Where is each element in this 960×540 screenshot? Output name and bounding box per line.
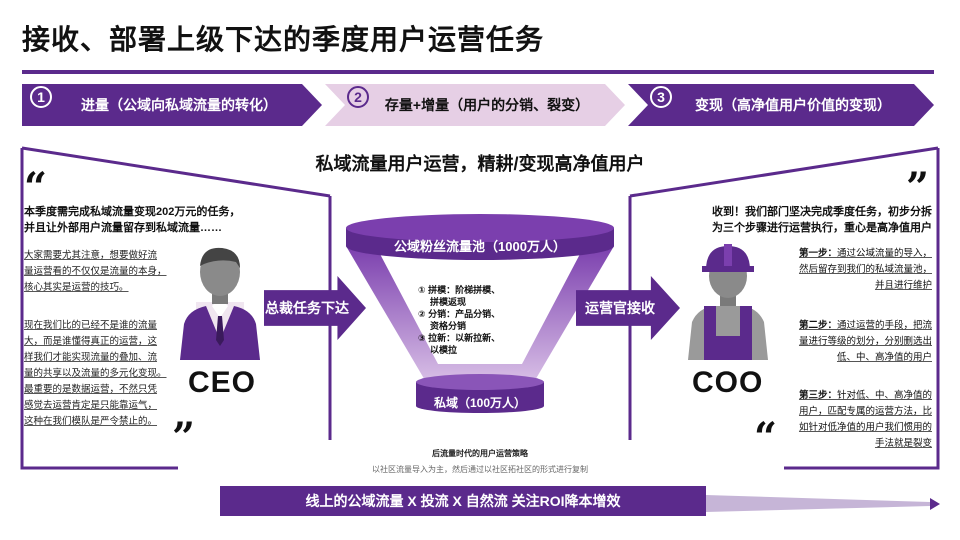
funnel-items: ① 拼模：阶梯拼模、 拼模返现 ② 分销：产品分销、 资格分销 ③ 拉新：以新拉… bbox=[418, 284, 500, 356]
coo-step-1-tag: 第一步： bbox=[798, 248, 837, 259]
coo-lead: 收到！我们部门坚决完成季度任务，初步分拆 为三个步骤进行运营执行，重心是高净值用… bbox=[674, 204, 932, 236]
step-1-number: 1 bbox=[30, 86, 52, 108]
ceo-text-line: 大，而是谁懂得真正的运营，这 bbox=[24, 336, 158, 347]
ceo-text-line: 大家需要尤其注意，想要做好流 bbox=[24, 250, 158, 261]
coo-step-text-line: 针对低、中、高净值的 bbox=[836, 390, 932, 401]
coo-step-text-line: 通过公域流量的导入， bbox=[836, 248, 932, 259]
funnel-item: ① 拼模：阶梯拼模、 bbox=[418, 285, 501, 295]
funnel-graphic bbox=[346, 214, 614, 413]
funnel-item: ③ 拉新：以新拉新、 bbox=[418, 333, 501, 343]
footer-banner-label: 线上的公域流量 X 投流 X 自然流 关注ROI降本增效 bbox=[305, 493, 621, 509]
coo-step-2-tag: 第二步： bbox=[798, 320, 837, 331]
coo-step-1: 第一步：通过公域流量的导入， 然后留存到我们的私域流量池， 并且进行维护 bbox=[776, 246, 932, 294]
coo-step-2: 第二步：通过运营的手段，把流 量进行等级的划分，分别删选出 低、中、高净值的用户 bbox=[776, 318, 932, 366]
coo-step-3-tag: 第三步： bbox=[798, 390, 837, 401]
step-3-label: 变现（高净值用户价值的变现） bbox=[695, 97, 891, 113]
step-1-banner: 1 进量（公域向私域流量的转化） bbox=[22, 84, 322, 126]
coo-step-text-line: 用户，匹配专属的运营方法，比 bbox=[798, 406, 932, 417]
ceo-task-arrow-label: 总裁任务下达 bbox=[265, 300, 349, 316]
coo-role-label: COO bbox=[692, 366, 764, 399]
funnel-item: 资格分销 bbox=[430, 321, 467, 331]
coo-step-text-line: 并且进行维护 bbox=[874, 280, 932, 291]
page-title: 接收、部署上级下达的季度用户运营任务 bbox=[22, 24, 545, 55]
coo-step-text-line: 通过运营的手段，把流 bbox=[836, 320, 932, 331]
funnel-top-label: 公域粉丝流量池（1000万人） bbox=[394, 239, 566, 254]
coo-step-3: 第三步：针对低、中、高净值的 用户，匹配专属的运营方法，比 如针对低净值的用户我… bbox=[776, 388, 932, 452]
ceo-text-line: 样我们才能实现流量的叠加、流 bbox=[24, 352, 158, 363]
step-2-number: 2 bbox=[347, 86, 369, 108]
step-3-banner: 3 变现（高净值用户价值的变现） bbox=[628, 84, 934, 126]
step-3-number: 3 bbox=[650, 86, 672, 108]
ceo-text-line: 量运营看的不仅仅是流量的本身， bbox=[24, 266, 167, 277]
ceo-avatar bbox=[180, 247, 260, 360]
funnel-item: ② 分销：产品分销、 bbox=[418, 309, 501, 319]
ceo-text-line: 感觉去运营肯定是只能靠运气， bbox=[24, 400, 158, 411]
ceo-text-line: 最重要的是数据运营，不然只凭 bbox=[24, 384, 158, 395]
ceo-lead-line: 并且让外部用户流量留存到私域流量…… bbox=[24, 222, 222, 234]
ceo-lead: 本季度需完成私域流量变现202万元的任务， 并且让外部用户流量留存到私域流量…… bbox=[24, 204, 240, 236]
coo-step-text-line: 手法就是裂变 bbox=[874, 438, 932, 449]
coo-step-text-line: 量进行等级的划分，分别删选出 bbox=[798, 336, 932, 347]
footer-banner: 线上的公域流量 X 投流 X 自然流 关注ROI降本增效 bbox=[220, 486, 706, 516]
ceo-text-line: 现在我们比的已经不是谁的流量 bbox=[24, 320, 158, 331]
ceo-text-line: 核心其实是运营的技巧。 bbox=[24, 282, 129, 293]
funnel-item: 拼模返现 bbox=[430, 297, 467, 307]
coo-step-text-line: 然后留存到我们的私域流量池， bbox=[798, 264, 932, 275]
close-quote-icon: ” bbox=[172, 414, 196, 461]
coo-avatar bbox=[688, 244, 768, 360]
funnel-caption-title: 后流量时代的用户运营策略 bbox=[432, 449, 528, 458]
step-2-label: 存量+增量（用户的分销、裂变） bbox=[384, 97, 590, 113]
open-quote-icon: “ bbox=[24, 164, 48, 211]
ceo-paragraph-1: 大家需要尤其注意，想要做好流 量运营看的不仅仅是流量的本身， 核心其实是运营的技… bbox=[24, 248, 167, 296]
funnel-item: 以模拉 bbox=[430, 345, 458, 355]
funnel-bottom-label: 私域（100万人） bbox=[433, 396, 527, 410]
ceo-text-line: 量的共享以及流量的多元化变现。 bbox=[24, 368, 167, 379]
coo-step-text-line: 如针对低净值的用户我们惯用的 bbox=[798, 422, 932, 433]
section-subtitle: 私域流量用户运营，精耕/变现高净值用户 bbox=[315, 154, 645, 174]
coo-lead-line: 收到！我们部门坚决完成季度任务，初步分拆 bbox=[712, 206, 932, 218]
title-divider bbox=[22, 70, 934, 74]
step-1-label: 进量（公域向私域流量的转化） bbox=[81, 97, 277, 113]
ceo-paragraph-2: 现在我们比的已经不是谁的流量 大，而是谁懂得真正的运营，这 样我们才能实现流量的… bbox=[24, 318, 167, 430]
step-2-banner: 2 存量+增量（用户的分销、裂变） bbox=[325, 84, 625, 126]
open-quote-icon: “ bbox=[754, 414, 778, 461]
funnel-caption-note: 以社区流量导入为主，然后通过以社区拓社区的形式进行复制 bbox=[372, 465, 588, 474]
ceo-role-label: CEO bbox=[188, 366, 257, 399]
coo-lead-line: 为三个步骤进行运营执行，重心是高净值用户 bbox=[712, 222, 932, 234]
coo-step-text-line: 低、中、高净值的用户 bbox=[836, 352, 932, 363]
ceo-lead-line: 本季度需完成私域流量变现202万元的任务， bbox=[24, 206, 241, 218]
coo-receive-arrow-label: 运营官接收 bbox=[585, 300, 655, 316]
ceo-text-line: 这种在我们模队是严令禁止的。 bbox=[24, 416, 158, 427]
close-quote-icon: ” bbox=[906, 164, 930, 211]
